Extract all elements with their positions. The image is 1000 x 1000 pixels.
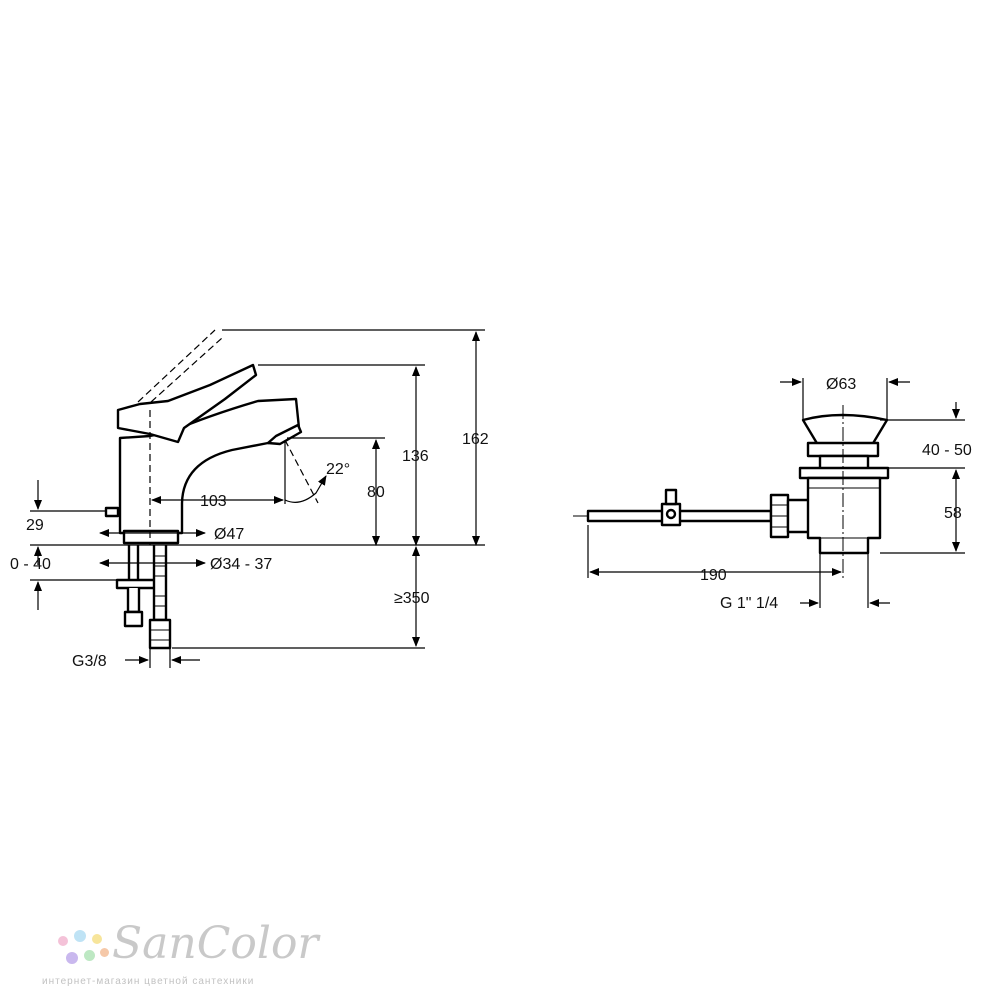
rod-clip-screw xyxy=(665,508,677,520)
label-g114: G 1" 1/4 xyxy=(720,595,778,612)
spout-tip xyxy=(266,423,303,446)
label-103: 103 xyxy=(200,493,227,510)
hose-left xyxy=(126,588,141,614)
watermark-dot xyxy=(100,948,109,957)
waste-body xyxy=(806,476,882,555)
label-29: 29 xyxy=(26,517,44,534)
label-d34-37: Ø34 - 37 xyxy=(210,556,272,573)
faucet-drawing: 162 136 80 22° 103 Ø47 Ø34 - 37 29 0 - 4… xyxy=(10,329,489,670)
label-350: ≥350 xyxy=(394,590,430,607)
lock-nut xyxy=(798,466,890,480)
label-136: 136 xyxy=(402,448,429,465)
label-d47: Ø47 xyxy=(214,526,244,543)
waste-body-detail xyxy=(808,487,880,539)
label-58: 58 xyxy=(944,505,962,522)
label-190: 190 xyxy=(700,567,727,584)
waste-drawing: Ø63 40 - 50 58 190 G 1" 1/4 xyxy=(573,376,972,612)
rod-clip-top xyxy=(664,488,678,506)
label-162: 162 xyxy=(462,431,489,448)
label-80: 80 xyxy=(367,484,385,501)
label-g38: G3/8 xyxy=(72,653,107,670)
label-0-40: 0 - 40 xyxy=(10,556,51,573)
dim-g114-ext xyxy=(819,553,869,608)
label-22-deg: 22° xyxy=(326,461,350,478)
plug-cap xyxy=(801,413,889,447)
label-d63: Ø63 xyxy=(826,376,856,393)
hose-left-fitting xyxy=(123,610,144,628)
watermark-dot xyxy=(58,936,68,946)
rod-nut-ribs xyxy=(771,504,788,528)
pop-up-knob xyxy=(104,506,120,518)
angle-arc xyxy=(284,475,327,503)
lever-raised-outline xyxy=(137,329,223,403)
lever-handle xyxy=(116,363,258,444)
watermark-dot xyxy=(66,952,78,964)
angle-reference-line xyxy=(284,439,319,504)
watermark-dot xyxy=(92,934,102,944)
dim-g38-ext xyxy=(149,648,171,668)
hose-right-fitting-nut xyxy=(150,629,170,641)
dim-63-ext xyxy=(802,378,888,420)
hose-right-fitting xyxy=(148,618,172,650)
watermark-dot xyxy=(84,950,95,961)
watermark-brand: SanColor xyxy=(112,918,319,969)
watermark-tagline: интернет-магазин цветной сантехники xyxy=(42,976,255,987)
label-40-50: 40 - 50 xyxy=(922,442,972,459)
watermark-dot xyxy=(74,930,86,942)
